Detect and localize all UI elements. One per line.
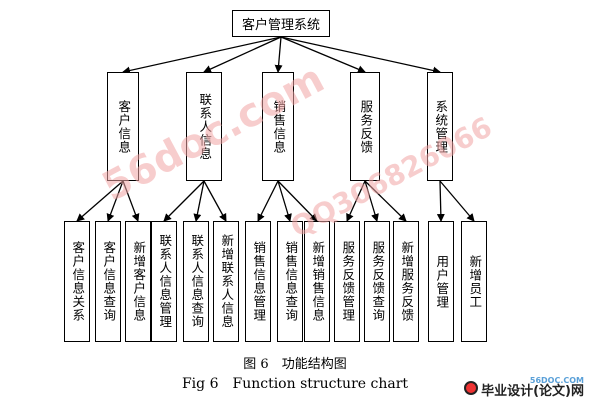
module-node-5-label: 系统管理 <box>433 99 449 154</box>
edge-module-5-to-leaf-2 <box>439 180 475 222</box>
leaf-node-1-3-label: 新增客户信息 <box>131 241 147 322</box>
leaf-node-3-1-label: 销售信息管理 <box>251 241 267 322</box>
leaf-node-4-3-label: 新增服务反馈 <box>399 241 415 322</box>
module-node-4: 服务反馈 <box>350 72 380 181</box>
leaf-node-2-2-label: 联系人信息查询 <box>189 234 205 329</box>
edge-root-to-module-3 <box>274 36 283 73</box>
module-node-2: 联系人信息 <box>186 72 222 181</box>
leaf-node-4-1-label: 服务反馈管理 <box>340 241 356 322</box>
leaf-node-2-1-label: 联系人信息管理 <box>157 234 173 329</box>
leaf-node-2-2: 联系人信息查询 <box>183 221 209 342</box>
edge-module-1-to-leaf-2 <box>106 180 124 222</box>
edge-module-3-to-leaf-3 <box>277 180 318 222</box>
edge-root-to-module-1 <box>122 36 282 75</box>
edge-root-to-module-4 <box>280 36 366 73</box>
corner-logo-icon <box>464 380 479 395</box>
edge-module-2-to-leaf-1 <box>163 180 205 222</box>
leaf-node-5-1-label: 用户管理 <box>434 254 450 309</box>
edge-root-to-module-5 <box>280 36 441 75</box>
corner-site-text: 56DOC.COM <box>529 376 584 385</box>
edge-module-4-to-leaf-2 <box>364 180 379 222</box>
leaf-node-5-2: 新增员工 <box>461 221 487 342</box>
caption-en: Fig 6 Function structure chart <box>181 376 409 392</box>
corner-brand-text: 毕业设计(论文)网 <box>481 384 584 399</box>
edge-module-1-to-leaf-1 <box>76 180 124 222</box>
module-node-1: 客户信息 <box>107 72 139 181</box>
leaf-node-1-2-label: 客户信息查询 <box>101 241 117 322</box>
edge-root-to-module-2 <box>203 36 282 73</box>
corner-logo: 56DOC.COM 毕业设计(论文)网 <box>464 377 584 398</box>
leaf-node-4-3: 新增服务反馈 <box>393 221 419 342</box>
leaf-node-3-3: 新增销售信息 <box>304 221 330 342</box>
leaf-node-1-3: 新增客户信息 <box>125 221 151 342</box>
leaf-node-4-2-label: 服务反馈查询 <box>370 241 386 322</box>
leaf-node-2-3-label: 新增联系人信息 <box>219 234 235 329</box>
root-node: 客户管理系统 <box>232 10 330 37</box>
leaf-node-3-2: 销售信息查询 <box>277 221 303 342</box>
edge-module-3-to-leaf-1 <box>257 180 279 222</box>
module-node-3-label: 销售信息 <box>271 99 287 154</box>
leaf-node-1-2: 客户信息查询 <box>95 221 121 342</box>
leaf-node-5-1: 用户管理 <box>428 221 454 342</box>
edge-module-3-to-leaf-2 <box>277 180 292 222</box>
root-node-label: 客户管理系统 <box>241 18 320 33</box>
leaf-node-4-1: 服务反馈管理 <box>334 221 360 342</box>
leaf-node-1-1-label: 客户信息关系 <box>70 241 86 322</box>
caption-cn: 图 6 功能结构图 <box>243 357 347 372</box>
edge-module-5-to-leaf-1 <box>436 180 445 222</box>
leaf-node-4-2: 服务反馈查询 <box>364 221 390 342</box>
leaf-node-2-1: 联系人信息管理 <box>151 221 177 342</box>
edge-module-4-to-leaf-1 <box>346 180 366 222</box>
edge-module-1-to-leaf-3 <box>122 180 140 222</box>
module-node-4-label: 服务反馈 <box>358 99 374 154</box>
leaf-node-3-3-label: 新增销售信息 <box>310 241 326 322</box>
leaf-node-5-2-label: 新增员工 <box>467 254 483 309</box>
leaf-node-3-1: 销售信息管理 <box>245 221 271 342</box>
edge-module-4-to-leaf-3 <box>364 180 407 222</box>
edge-module-2-to-leaf-2 <box>193 180 205 222</box>
module-node-5: 系统管理 <box>427 72 453 181</box>
leaf-node-2-3: 新增联系人信息 <box>213 221 239 342</box>
leaf-node-3-2-label: 销售信息查询 <box>283 241 299 322</box>
module-node-3: 销售信息 <box>262 72 294 181</box>
edge-module-2-to-leaf-3 <box>203 180 227 222</box>
module-node-1-label: 客户信息 <box>116 99 132 154</box>
module-node-2-label: 联系人信息 <box>197 92 213 161</box>
leaf-node-1-1: 客户信息关系 <box>64 221 90 342</box>
